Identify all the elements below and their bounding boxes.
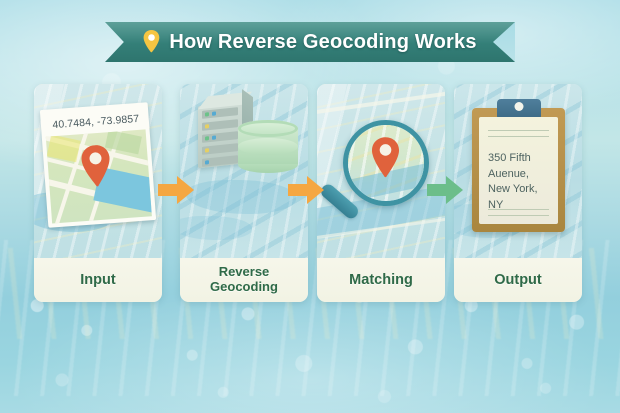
page-rule (488, 209, 549, 210)
step-label-input: Input (80, 271, 116, 288)
step-matching-illustration (317, 84, 445, 258)
step-input-footer: Input (34, 258, 162, 302)
clipboard-icon: 350 Fifth Auenue, New York, NY (472, 99, 565, 232)
arrow-right-icon (427, 175, 463, 205)
address-line-1: 350 Fifth (488, 152, 531, 164)
server-bay (202, 143, 238, 155)
banner-title-row: How Reverse Geocoding Works (105, 22, 515, 62)
map-thumbnail (45, 129, 152, 224)
database-disc (238, 138, 298, 155)
arrow-right-icon (288, 175, 324, 205)
step-card-input[interactable]: 40.7484, -73.9857 (34, 84, 162, 302)
database-top-disc (238, 120, 298, 137)
server-body (197, 89, 253, 169)
server-led (205, 148, 209, 153)
output-address: 350 Fifth Auenue, New York, NY (488, 151, 552, 213)
page-title: How Reverse Geocoding Works (169, 30, 477, 53)
page-rule (488, 130, 549, 131)
clipboard-clip (496, 99, 541, 119)
water-shape (186, 180, 296, 214)
clipboard-clip-hole (514, 102, 523, 111)
page-rule (488, 136, 549, 137)
map-pin-icon (371, 137, 400, 183)
page-rule (488, 215, 549, 216)
banner-ribbon (105, 22, 515, 62)
step-label-reverse-geocoding: Reverse Geocoding (210, 265, 278, 294)
map-photo-card: 40.7484, -73.9857 (39, 102, 157, 228)
address-line-2: Auenue, (488, 167, 529, 180)
step-output-illustration: 350 Fifth Auenue, New York, NY (454, 84, 582, 258)
step-input-illustration: 40.7484, -73.9857 (34, 84, 162, 258)
server-bay (202, 131, 238, 143)
database-icon (238, 118, 298, 174)
water-shape (180, 216, 252, 240)
step-card-matching[interactable]: Matching (317, 84, 445, 302)
step-geocoding-illustration (180, 84, 308, 258)
step-label-output: Output (494, 271, 542, 288)
step-geocoding-footer: Reverse Geocoding (180, 258, 308, 302)
server-led (212, 111, 216, 116)
address-line-3: New York, NY (488, 183, 538, 211)
server-led (212, 135, 216, 140)
server-led (205, 160, 209, 165)
step-label-line2: Geocoding (210, 279, 278, 294)
magnifier-lens (343, 120, 429, 206)
step-label-matching: Matching (349, 271, 413, 288)
step-card-output[interactable]: 350 Fifth Auenue, New York, NY Output (454, 84, 582, 302)
step-output-footer: Output (454, 258, 582, 302)
arrow-right-icon (158, 175, 194, 205)
step-label-line1: Reverse (218, 264, 270, 280)
map-pin-icon (143, 29, 160, 53)
map-pin-icon (80, 144, 113, 193)
server-bay (202, 119, 238, 131)
step-matching-footer: Matching (317, 258, 445, 302)
server-bay (202, 107, 238, 119)
clipboard-page: 350 Fifth Auenue, New York, NY (479, 117, 558, 224)
server-led (205, 112, 209, 117)
server-led (205, 136, 209, 141)
step-card-reverse-geocoding[interactable]: Reverse Geocoding (180, 84, 308, 302)
server-led (205, 124, 209, 129)
title-banner: How Reverse Geocoding Works (105, 22, 515, 62)
